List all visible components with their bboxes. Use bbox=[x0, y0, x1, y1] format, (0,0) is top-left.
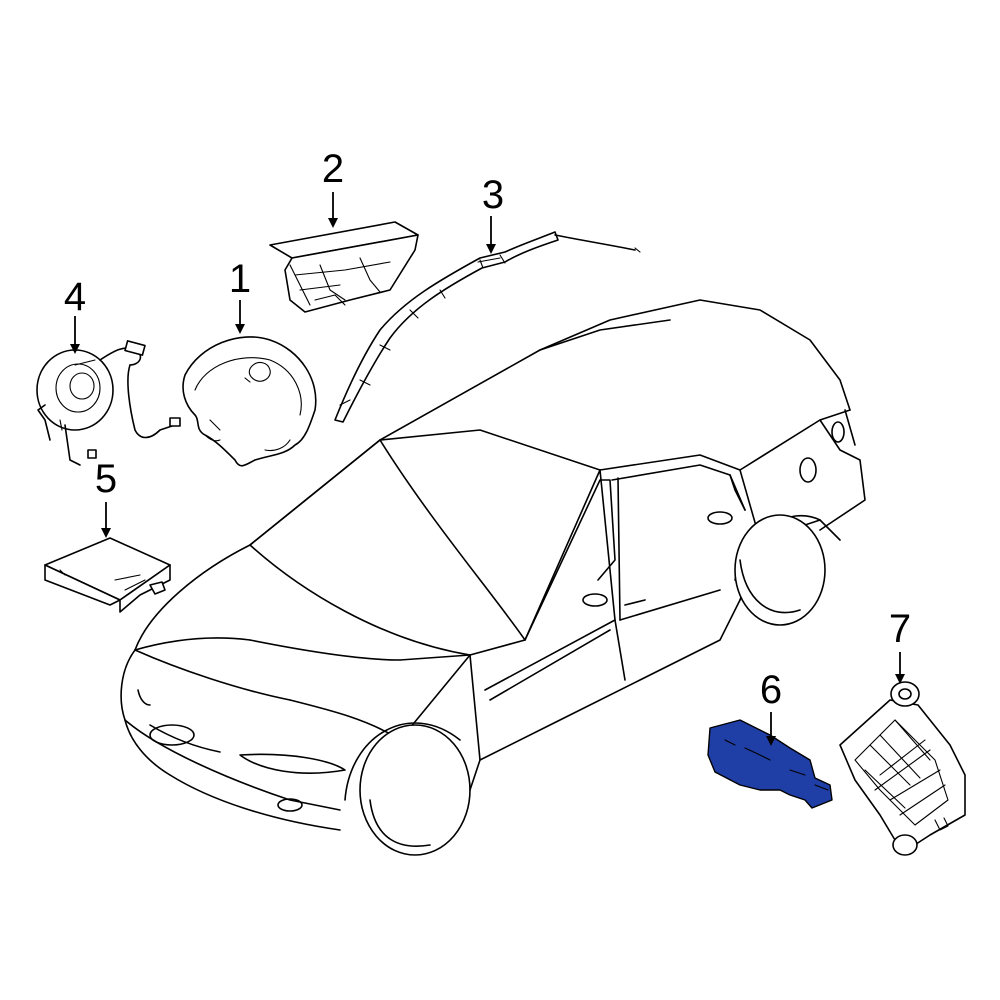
callout-arrows bbox=[70, 192, 905, 746]
clockspring-part bbox=[36, 340, 181, 466]
occupant-sensor-part bbox=[839, 681, 966, 856]
callout-6: 6 bbox=[760, 668, 782, 712]
callout-3: 3 bbox=[482, 173, 504, 217]
airbag-control-module-part bbox=[44, 537, 171, 613]
curtain-airbag-part bbox=[334, 231, 641, 423]
callout-4: 4 bbox=[64, 275, 86, 319]
callout-5: 5 bbox=[95, 457, 117, 501]
callout-7: 7 bbox=[889, 607, 911, 651]
callout-1: 1 bbox=[229, 257, 251, 301]
callout-2: 2 bbox=[322, 147, 344, 191]
car-body bbox=[120, 299, 866, 856]
impact-sensor-part bbox=[707, 719, 833, 809]
driver-airbag-part bbox=[182, 336, 317, 467]
passenger-airbag-part bbox=[269, 221, 419, 313]
